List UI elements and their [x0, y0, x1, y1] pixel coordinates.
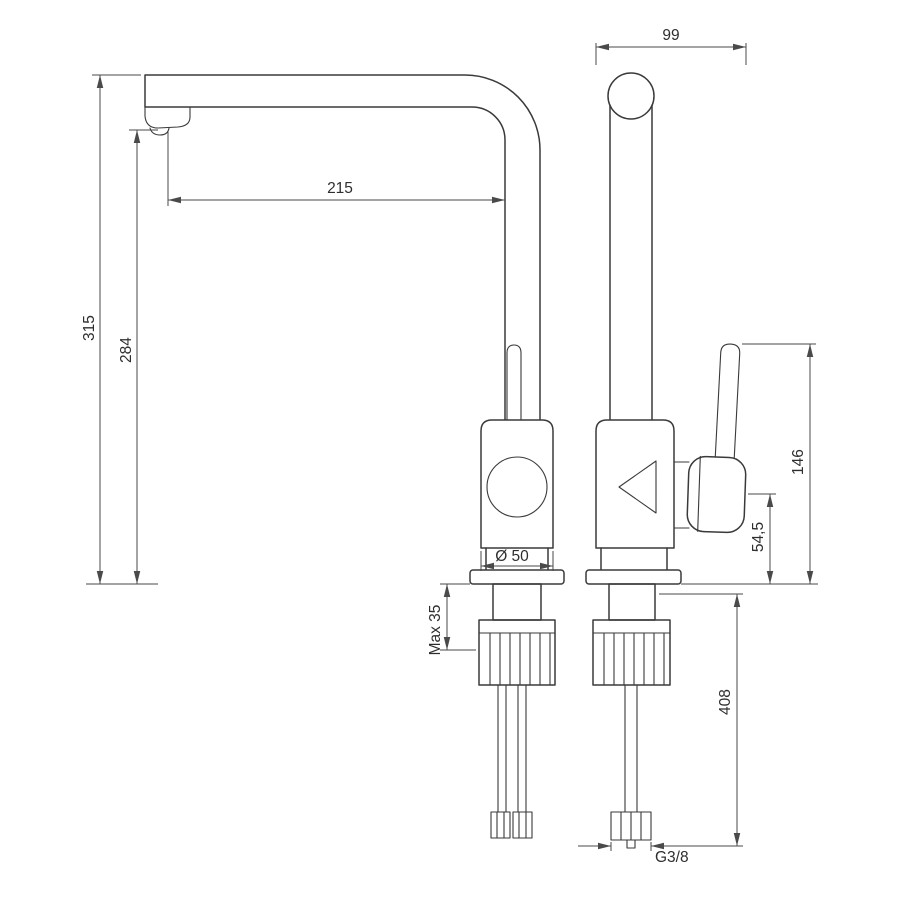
flow-direction-triangle — [618, 460, 657, 514]
dim-lever-top-height: 146 — [681, 343, 818, 585]
side-view — [144, 74, 565, 839]
dim-body-diameter: Ø 50 — [480, 548, 554, 571]
dim-label-spout-reach: 215 — [327, 180, 353, 197]
dim-top-width: 99 — [595, 27, 747, 65]
lever-edge — [506, 344, 522, 421]
base-flange-front — [585, 569, 682, 585]
thread-connector-stub — [626, 839, 636, 849]
dim-lever-axis-height: 54,5 — [748, 493, 776, 584]
dim-label-top-width: 99 — [662, 27, 679, 44]
dim-label-max-mounting-thickness: Max 35 — [427, 605, 444, 656]
lever-stick — [714, 343, 741, 464]
shank-front — [608, 583, 656, 621]
spout-top-cap — [607, 72, 655, 120]
mounting-nut-side — [478, 619, 556, 686]
hose-connectors — [490, 811, 533, 839]
base-ring-front — [600, 547, 668, 571]
lever-pivot — [686, 455, 747, 534]
riser-tube — [609, 104, 653, 421]
shank-side — [492, 583, 542, 621]
hose-connector-nut — [490, 811, 511, 839]
dim-hose-length: 408 — [659, 593, 743, 846]
extension-lines — [610, 842, 652, 851]
dim-label-lever-top-height: 146 — [790, 449, 807, 475]
mounting-nut-ribs — [603, 632, 665, 686]
dim-label-overall-height: 315 — [81, 315, 98, 341]
dim-label-spout-outlet-height: 284 — [118, 337, 135, 363]
mounting-nut-ribs — [489, 632, 551, 686]
base-flange-side — [469, 569, 565, 585]
extension-lines — [595, 43, 747, 65]
front-view — [585, 72, 747, 849]
aerator-tip — [149, 127, 170, 136]
extension-lines — [681, 343, 818, 585]
extension-lines — [440, 583, 476, 651]
mounting-nut-front — [592, 619, 671, 686]
dim-max-mounting-thickness: Max 35 — [427, 583, 476, 656]
mixer-body-front — [595, 419, 675, 549]
pivot-collar — [673, 461, 690, 529]
mounting-nut-body — [478, 619, 556, 686]
thread-connector — [610, 811, 652, 849]
dim-label-hose-length: 408 — [717, 689, 734, 715]
dim-overall-height: 315 — [81, 74, 158, 585]
handle-cap-circle — [486, 456, 548, 518]
dim-spout-outlet-height: 284 — [118, 129, 158, 584]
thread-connector-flats — [620, 811, 642, 841]
dimensions: 99 215 315 284 146 54,5 — [81, 27, 818, 866]
mounting-nut-body — [592, 619, 671, 686]
hose-connector-flats — [496, 811, 505, 839]
supply-hose — [624, 684, 638, 813]
spout-tube — [144, 74, 541, 421]
dim-label-thread-size: G3/8 — [655, 849, 689, 866]
spout-outlet — [144, 106, 191, 129]
dim-label-body-diameter: Ø 50 — [495, 548, 529, 565]
lever-pivot-body — [686, 455, 747, 534]
supply-hoses — [497, 684, 527, 813]
dim-thread-size: G3/8 — [578, 842, 743, 866]
hose-connector-flats — [518, 811, 527, 839]
dim-spout-reach: 215 — [167, 132, 505, 206]
dim-label-lever-axis-height: 54,5 — [750, 522, 767, 552]
hose-connector-nut — [512, 811, 533, 839]
lever-stick-outline — [714, 343, 741, 464]
lever-pivot-flange — [697, 455, 701, 532]
